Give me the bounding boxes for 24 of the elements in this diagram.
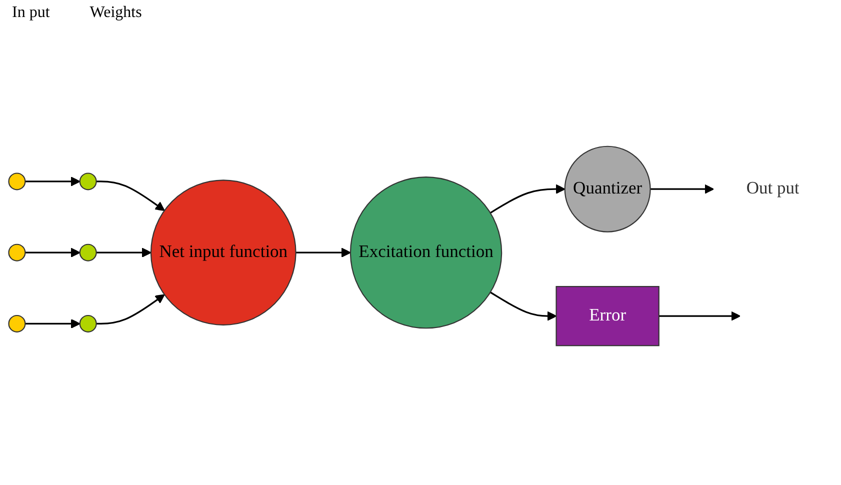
arrow [25, 248, 80, 258]
node-circle: Quantizer [564, 146, 651, 232]
arrow [490, 184, 566, 214]
arrow [650, 184, 714, 194]
arrow [296, 248, 351, 258]
node-circle: Excitation function [350, 176, 502, 329]
column-label: Weights [90, 4, 142, 22]
node-circle [79, 314, 97, 332]
node-circle [8, 314, 26, 332]
node-circle [8, 172, 26, 190]
arrow [96, 180, 165, 211]
arrow [96, 294, 165, 325]
node-circle [8, 244, 26, 262]
arrow [490, 292, 557, 321]
column-label: In put [12, 4, 50, 22]
node-text: Out put [746, 179, 800, 198]
node-circle: Net input function [150, 180, 296, 326]
arrow [25, 176, 80, 186]
arrow [25, 318, 80, 329]
node-circle [79, 244, 97, 262]
node-circle [79, 172, 97, 190]
arrow [96, 248, 152, 258]
arrow [658, 311, 741, 321]
node-box: Error [556, 286, 660, 346]
